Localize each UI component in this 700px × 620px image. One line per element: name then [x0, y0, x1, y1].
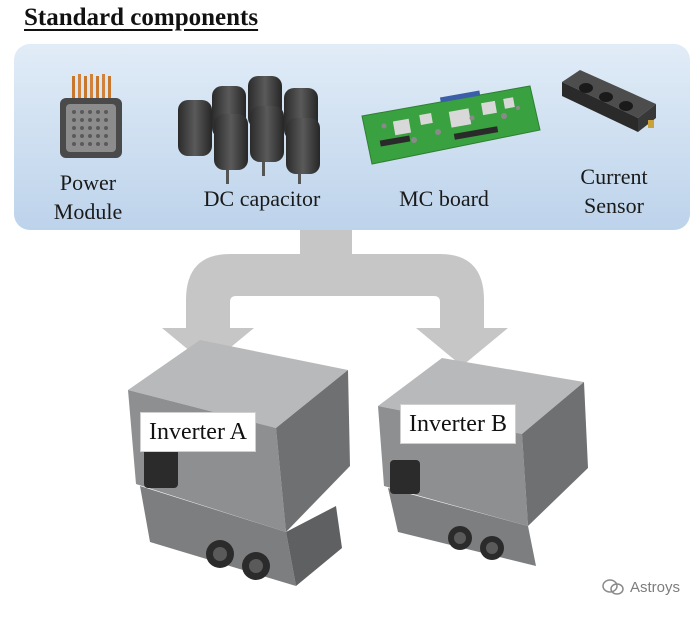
power-module-label-line-2: Module	[53, 199, 123, 224]
watermark: Astroys	[602, 578, 680, 596]
standard-components-panel: Power Module	[14, 44, 690, 230]
dc-capacitor	[174, 66, 334, 186]
current-sensor-label: Current Sensor	[560, 162, 668, 220]
page-title: Standard components	[24, 4, 259, 31]
current-sensor-label-line-1: Current	[580, 164, 648, 189]
inverter-a-housing	[128, 340, 350, 586]
inverter-b-label: Inverter B	[400, 404, 516, 444]
inverter-b-housing	[378, 358, 588, 566]
dc-capacitor-label-line-1: DC capacitor	[203, 186, 321, 211]
arrow-to-inverter-a	[162, 230, 508, 366]
watermark-text: Astroys	[629, 578, 680, 596]
inverter-a: Inverter A	[80, 336, 380, 596]
dc-capacitor-icon	[178, 76, 320, 184]
current-sensor	[552, 66, 662, 142]
power-module-label-line-1: Power	[59, 170, 117, 195]
dc-capacitor-label: DC capacitor	[176, 184, 348, 213]
inverter-b: Inverter B	[364, 352, 614, 572]
current-sensor-label-line-2: Sensor	[584, 193, 644, 218]
power-module-icon	[60, 74, 122, 158]
inverter-a-label: Inverter A	[140, 412, 256, 452]
mc-board-label-line-1: MC board	[399, 186, 489, 211]
power-module-label: Power Module	[38, 168, 138, 226]
current-sensor-icon	[562, 70, 656, 132]
power-module	[50, 72, 134, 162]
mc-board-icon	[361, 85, 541, 165]
mc-board-label: MC board	[384, 184, 504, 213]
arrow-to-inverter-b	[300, 230, 352, 254]
chat-bubble-icon	[602, 579, 624, 595]
distribution-arrows	[162, 230, 508, 366]
mc-board	[354, 80, 544, 168]
